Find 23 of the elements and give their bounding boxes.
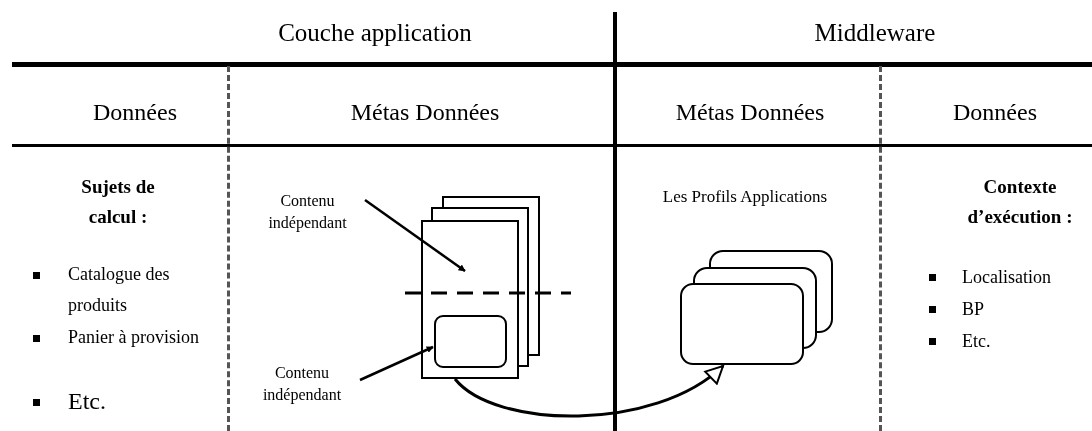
list-item: Panier à provision — [68, 326, 200, 349]
list-item: BP — [962, 298, 986, 321]
arrow — [359, 345, 434, 382]
list-item: Etc. — [962, 330, 992, 353]
arrow — [364, 199, 466, 272]
column-heading: Données — [952, 98, 1038, 127]
list-item: Localisation — [962, 266, 1052, 289]
document-page — [421, 220, 519, 379]
section-title: Contexte d’exécution : — [966, 175, 1074, 229]
list-item: Catalogue des produits — [68, 263, 171, 317]
arrow — [453, 364, 724, 418]
caption-text: Les Profils Applications — [661, 186, 829, 208]
rounded-card — [680, 283, 804, 365]
column-heading: Métas Données — [674, 98, 826, 127]
column-heading: Métas Données — [349, 98, 501, 127]
callout-text: Contenu indépendant — [250, 190, 365, 236]
column-heading: Couche application — [277, 18, 473, 48]
rounded-box — [434, 315, 507, 368]
section-title: Sujets de calcul : — [80, 175, 156, 229]
column-heading: Middleware — [813, 18, 937, 48]
column-heading: Données — [92, 98, 178, 127]
callout-text: Contenu indépendant — [244, 362, 360, 412]
list-item: Etc. — [68, 387, 107, 416]
